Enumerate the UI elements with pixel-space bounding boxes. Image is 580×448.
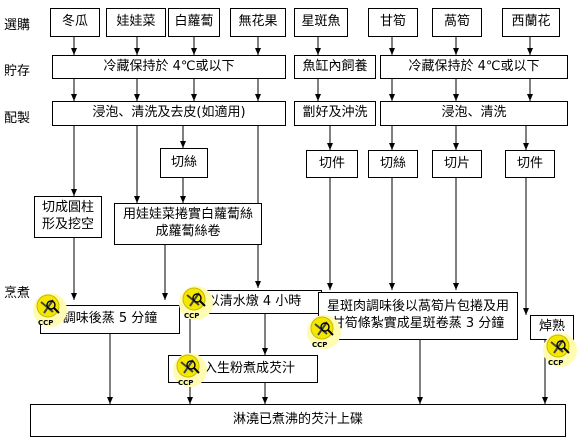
ingredient-baby-cabbage: 娃娃菜 (106, 8, 166, 37)
stage-label-prep: 配製 (4, 111, 31, 126)
step-slaughter-wash: 劏好及沖洗 (294, 101, 376, 126)
ingredient-broccoli: 西蘭花 (502, 8, 560, 37)
step-cut-b: 切件 (505, 150, 555, 178)
ingredient-lettuce-stem: 萵筍 (432, 8, 482, 37)
ccp-magnifier-icon: CCP (307, 315, 341, 349)
ccp-text: CCP (548, 359, 563, 367)
stage-label-cook: 烹煮 (4, 286, 31, 301)
step-roll-radish: 用娃娃菜捲實白蘿蔔絲成蘿蔔絲卷 (114, 203, 262, 245)
step-cut-hollow: 切成圓柱形及挖空 (34, 196, 102, 238)
ccp-magnifier-icon: CCP (33, 293, 67, 327)
step-slice: 切片 (432, 150, 482, 178)
step-fish-tank: 魚缸內飼養 (294, 55, 376, 79)
step-cut-a: 切件 (306, 150, 358, 178)
ingredient-winter-melon: 冬瓜 (50, 8, 100, 37)
step-shred: 切絲 (160, 148, 208, 178)
ingredient-bamboo: 甘筍 (368, 8, 418, 37)
ccp-magnifier-icon: CCP (543, 333, 577, 367)
ccp-badge-blanch: CCP (542, 332, 578, 368)
step-fish-roll: 星斑肉調味後以萵筍片包捲及用甘筍條紮實成星斑卷蒸 3 分鐘 (318, 292, 518, 340)
ccp-text: CCP (312, 341, 327, 349)
ingredient-grouper: 星斑魚 (294, 8, 348, 37)
step-final: 淋澆已煮沸的芡汁上碟 (30, 404, 566, 437)
stage-label-purchase: 選購 (4, 18, 31, 33)
step-cold-storage-a: 冷藏保持於 4℃或以下 (52, 55, 286, 79)
step-stew-4h: 以清水燉 4 小時 (186, 290, 322, 314)
step-soak-wash-peel: 浸泡、清洗及去皮(如適用) (52, 101, 286, 126)
ccp-text: CCP (178, 379, 193, 387)
ingredient-white-radish: 白蘿蔔 (168, 8, 220, 37)
ccp-badge-stew: CCP (178, 285, 214, 321)
ccp-magnifier-icon: CCP (173, 353, 207, 387)
ccp-text: CCP (184, 312, 199, 320)
ingredient-fig: 無花果 (230, 8, 286, 37)
stage-label-storage: 貯存 (4, 64, 31, 79)
step-shred-b: 切絲 (368, 150, 418, 178)
step-cold-storage-b: 冷藏保持於 4℃或以下 (380, 55, 568, 79)
ccp-badge-fish-roll: CCP (306, 314, 342, 350)
ccp-badge-steam: CCP (32, 292, 68, 328)
ccp-magnifier-icon: CCP (179, 286, 213, 320)
ccp-text: CCP (38, 319, 53, 327)
step-soak-wash: 浸泡、清洗 (380, 101, 568, 126)
ccp-badge-thicken: CCP (172, 352, 208, 388)
